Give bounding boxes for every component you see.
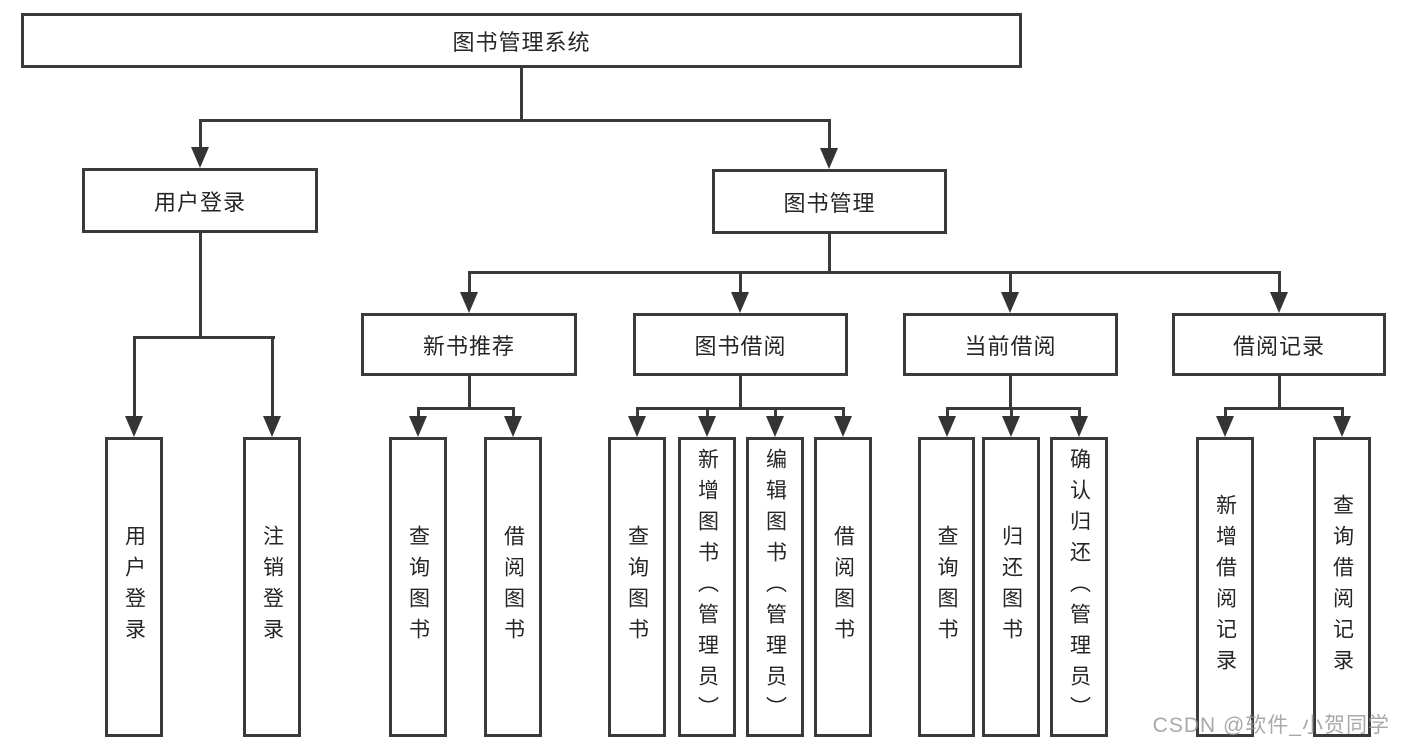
- connector-stem: [198, 118, 202, 149]
- arrowhead-icon: [938, 416, 956, 437]
- node-library-management-system: 图书管理系统: [21, 13, 1022, 68]
- node-confirm-return-admin: 确认归还（管理员）: [1050, 437, 1108, 737]
- arrowhead-icon: [1216, 416, 1234, 437]
- arrowhead-icon: [1001, 292, 1019, 313]
- node-book-management: 图书管理: [712, 169, 947, 234]
- connector-rail: [416, 406, 515, 410]
- connector-trunk: [1277, 376, 1281, 410]
- arrowhead-icon: [731, 292, 749, 313]
- connector-rail: [1223, 406, 1344, 410]
- connector-trunk: [1008, 376, 1012, 410]
- arrowhead-icon: [125, 416, 143, 437]
- node-borrow-books: 借阅图书: [814, 437, 872, 737]
- arrowhead-icon: [820, 148, 838, 169]
- node-query-books-current: 查询图书: [918, 437, 975, 737]
- connector-stem: [416, 408, 420, 418]
- node-logout: 注销登录: [243, 437, 301, 737]
- arrowhead-icon: [1270, 292, 1288, 313]
- arrowhead-icon: [1070, 416, 1088, 437]
- connector-stem: [1077, 408, 1081, 418]
- arrowhead-icon: [504, 416, 522, 437]
- connector-stem: [511, 408, 515, 418]
- connector-stem: [773, 408, 777, 418]
- node-user-login-leaf: 用户登录: [105, 437, 163, 737]
- connector-stem: [841, 408, 845, 418]
- connector-stem: [132, 337, 136, 419]
- node-current-borrowing: 当前借阅: [903, 313, 1118, 376]
- connector-root-trunk: [519, 68, 523, 122]
- connector-user-login-trunk: [198, 233, 202, 339]
- node-new-book-recommendation: 新书推荐: [361, 313, 577, 376]
- connector-stem: [1223, 408, 1227, 418]
- node-add-borrow-record: 新增借阅记录: [1196, 437, 1254, 737]
- arrowhead-icon: [409, 416, 427, 437]
- arrowhead-icon: [698, 416, 716, 437]
- arrowhead-icon: [628, 416, 646, 437]
- node-add-book-admin: 新增图书（管理员）: [678, 437, 736, 737]
- node-query-books-borrowing: 查询图书: [608, 437, 666, 737]
- node-query-books-recommend: 查询图书: [389, 437, 447, 737]
- node-borrowing-records: 借阅记录: [1172, 313, 1386, 376]
- connector-stem: [1009, 408, 1013, 418]
- connector-trunk: [738, 376, 742, 410]
- arrowhead-icon: [1002, 416, 1020, 437]
- connector-stem: [1008, 272, 1012, 294]
- node-query-borrow-record: 查询借阅记录: [1313, 437, 1371, 737]
- connector-rail: [635, 406, 845, 410]
- node-edit-book-admin: 编辑图书（管理员）: [746, 437, 804, 737]
- arrowhead-icon: [766, 416, 784, 437]
- node-borrow-books-recommend: 借阅图书: [484, 437, 542, 737]
- connector-stem: [1277, 272, 1281, 294]
- connector-level2-rail: [198, 118, 831, 122]
- watermark: CSDN @软件_小贺同学: [1152, 714, 1390, 737]
- connector-stem: [827, 118, 831, 149]
- connector-stem: [738, 272, 742, 294]
- connector-stem: [635, 408, 639, 418]
- connector-stem: [1340, 408, 1344, 418]
- connector-trunk: [467, 376, 471, 410]
- connector-book-management-trunk: [827, 234, 831, 274]
- arrowhead-icon: [460, 292, 478, 313]
- connector-stem: [705, 408, 709, 418]
- connector-stem: [270, 337, 274, 419]
- connector-level3-rail: [467, 270, 1281, 274]
- arrowhead-icon: [834, 416, 852, 437]
- connector-stem: [945, 408, 949, 418]
- node-user-login: 用户登录: [82, 168, 318, 233]
- connector-user-login-rail: [132, 335, 275, 339]
- connector-stem: [467, 272, 471, 294]
- node-book-borrowing: 图书借阅: [633, 313, 848, 376]
- arrowhead-icon: [263, 416, 281, 437]
- connector-rail: [945, 406, 1081, 410]
- node-return-books: 归还图书: [982, 437, 1040, 737]
- arrowhead-icon: [191, 147, 209, 168]
- arrowhead-icon: [1333, 416, 1351, 437]
